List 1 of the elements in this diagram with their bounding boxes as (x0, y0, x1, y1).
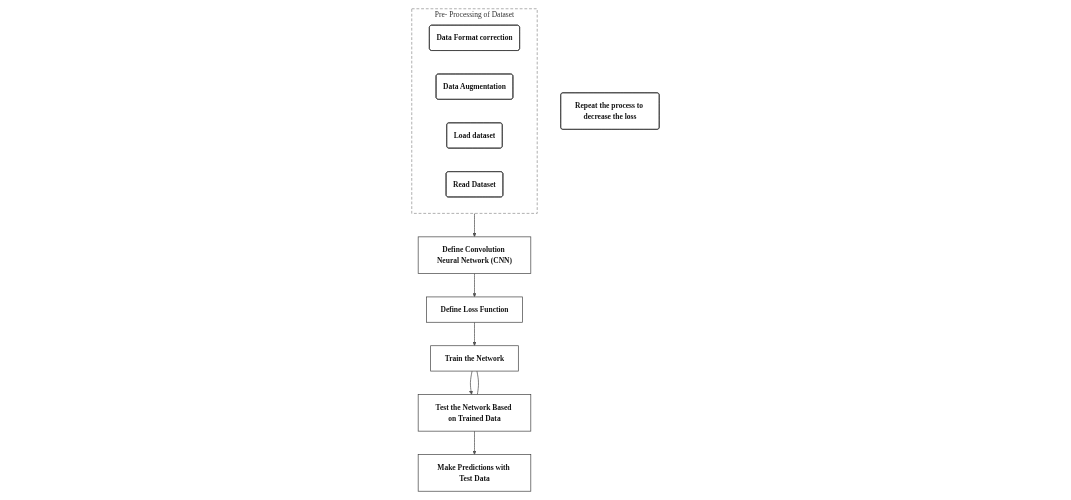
connector (476, 370, 479, 395)
